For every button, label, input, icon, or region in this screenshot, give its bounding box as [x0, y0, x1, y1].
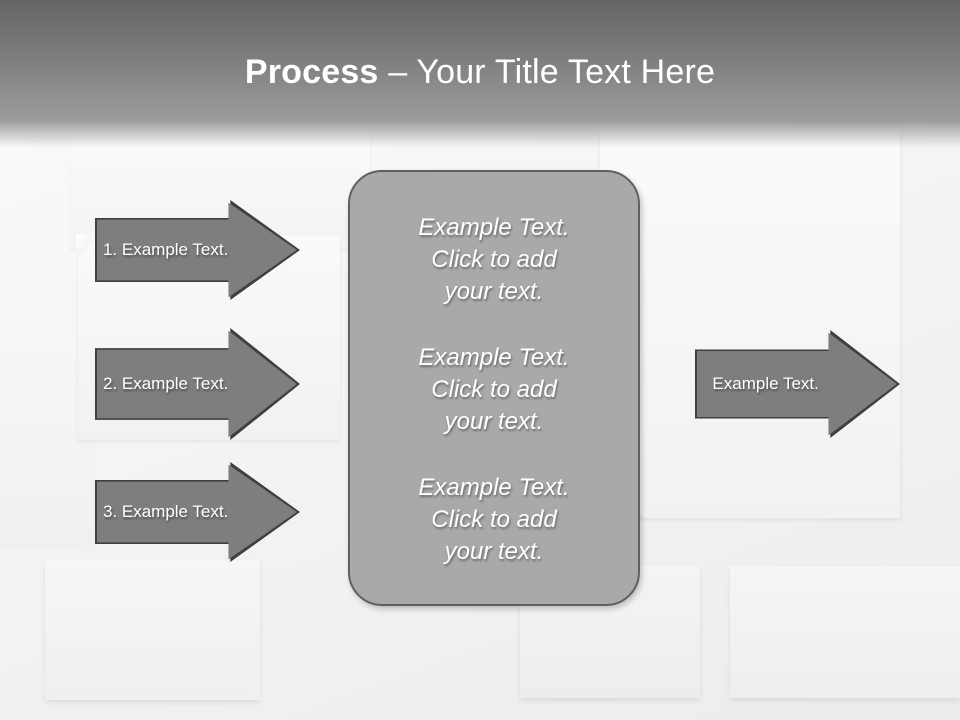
- center-panel-block-3: Example Text. Click to add your text.: [418, 474, 570, 565]
- background-sheet-right: [600, 128, 900, 518]
- process-arrow-2[interactable]: 2. Example Text.: [95, 328, 300, 440]
- process-arrow-3-label: 3. Example Text.: [102, 502, 229, 521]
- process-arrow-1[interactable]: 1. Example Text.: [95, 200, 300, 300]
- background-sheet-bottom-right: [730, 566, 960, 698]
- page-title-rest: – Your Title Text Here: [378, 53, 716, 91]
- center-panel-block-2: Example Text. Click to add your text.: [418, 344, 570, 435]
- page-title: Process – Your Title Text Here: [0, 52, 960, 92]
- center-panel-block-1: Example Text. Click to add your text.: [418, 214, 570, 305]
- title-band-fade: [0, 122, 960, 148]
- outcome-arrow-label: Example Text.: [712, 374, 819, 393]
- center-content-panel[interactable]: Example Text. Click to add your text. Ex…: [348, 170, 640, 606]
- process-arrow-1-label: 1. Example Text.: [102, 240, 229, 259]
- process-arrow-3[interactable]: 3. Example Text.: [95, 462, 300, 562]
- title-band: [0, 0, 960, 122]
- process-arrow-2-label: 2. Example Text.: [102, 374, 229, 393]
- page-title-strong: Process: [244, 53, 379, 91]
- background-sheet-bottom-left: [45, 560, 260, 700]
- outcome-arrow[interactable]: Example Text.: [695, 330, 900, 438]
